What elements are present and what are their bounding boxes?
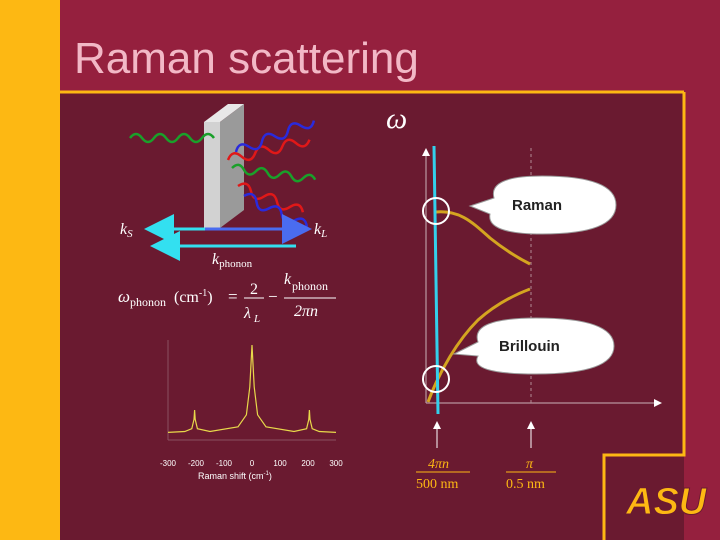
kphonon-label: kphonon <box>212 251 253 270</box>
panel-gold-border <box>602 92 686 540</box>
crystal-sample <box>204 104 244 228</box>
svg-text:500 nm: 500 nm <box>416 477 459 492</box>
spectrum-tick-label: 0 <box>250 459 255 468</box>
brillouin-callout: Brillouin <box>452 317 615 375</box>
svg-text:ω: ω <box>118 287 130 306</box>
tick2-label: π 0.5 nm <box>506 457 556 492</box>
svg-text:(cm-1): (cm-1) <box>174 288 213 306</box>
incident-wave <box>129 132 215 144</box>
raman-shift-formula: ω phonon (cm-1) = 2 λ L − k phonon 2πn <box>118 271 336 325</box>
content-panel <box>60 92 684 540</box>
gold-side-strip <box>0 0 60 540</box>
svg-text:2: 2 <box>250 281 258 298</box>
svg-text:phonon: phonon <box>130 295 166 309</box>
svg-text:0.5 nm: 0.5 nm <box>506 477 545 492</box>
spectrum-tick-label: 100 <box>273 459 287 468</box>
spectrum-tick-labels: -300 -200 -100 0 100 200 300 <box>160 459 343 468</box>
kl-label: kL <box>314 221 327 240</box>
scattered-wave-red <box>226 138 311 162</box>
svg-text:−: − <box>268 287 278 306</box>
svg-text:L: L <box>253 313 260 325</box>
ks-label: kS <box>120 221 133 240</box>
svg-text:Brillouin: Brillouin <box>499 338 560 355</box>
svg-text:π: π <box>526 457 534 472</box>
svg-text:phonon: phonon <box>292 279 328 293</box>
scattered-wave-green <box>231 163 317 183</box>
spectrum-tick-label: -200 <box>188 459 205 468</box>
light-line <box>432 145 440 415</box>
tick1-label: 4πn 500 nm <box>416 457 470 492</box>
spectrum-tick-label: -300 <box>160 459 177 468</box>
raman-callout: Raman <box>468 175 617 235</box>
asu-logo: ASU <box>625 481 709 524</box>
dispersion-diagram: ω Raman Brillouin 4πn 500 nm π 0.5 <box>386 102 662 492</box>
svg-text:Raman: Raman <box>512 197 562 214</box>
omega-axis-label: ω <box>386 102 407 135</box>
svg-text:2πn: 2πn <box>294 303 318 320</box>
optical-branch <box>435 210 531 266</box>
brillouin-intersection-circle <box>422 365 450 393</box>
slide-title: Raman scattering <box>74 34 419 83</box>
svg-text:4πn: 4πn <box>428 457 449 472</box>
scattered-wave-red-lower <box>237 182 305 213</box>
spectrum-tick-label: 200 <box>301 459 315 468</box>
svg-text:ASU: ASU <box>625 481 708 523</box>
raman-intersection-circle <box>422 197 450 225</box>
raman-spectrum-plot: -300 -200 -100 0 100 200 300 Raman shift (cm-1… <box>160 340 343 481</box>
spectrum-curve <box>167 344 337 433</box>
scattered-wave-blue <box>234 120 316 153</box>
svg-text:λ: λ <box>243 305 251 322</box>
spectrum-tick-label: -100 <box>216 459 233 468</box>
svg-text:k: k <box>284 271 292 288</box>
svg-text:=: = <box>228 287 238 306</box>
spectrum-tick-label: 300 <box>329 459 343 468</box>
spectrum-xlabel: Raman shift (cm-1) <box>198 471 272 481</box>
